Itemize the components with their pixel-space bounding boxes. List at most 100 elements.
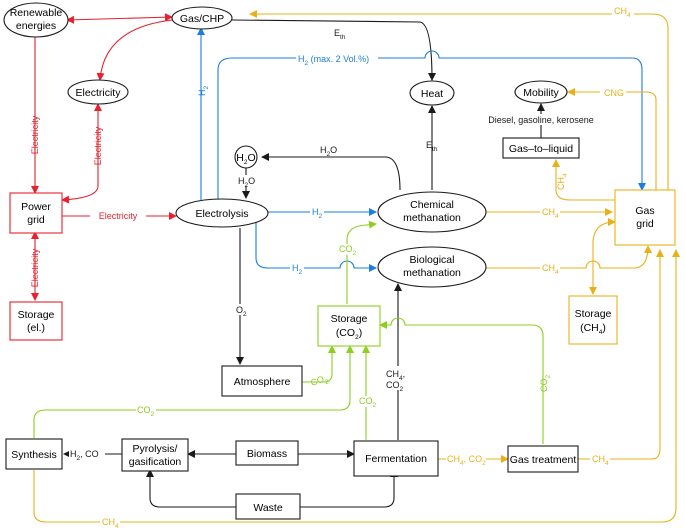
edge-electrolysis-to-bio	[255, 222, 377, 272]
label-co2-ferm: CO2	[359, 396, 377, 409]
label-ch4-treat: CH4	[592, 454, 609, 467]
label-ch4-bottom-bg	[100, 517, 120, 528]
label-co2-ferm-bg	[358, 396, 376, 407]
gas-grid-label-2: grid	[636, 218, 654, 230]
label-eth-top: Eth	[334, 28, 346, 41]
power-grid-label-1: Power	[21, 201, 51, 213]
label-electricity-v1: Electricity	[30, 115, 40, 154]
node-power-grid	[9, 192, 63, 234]
edge-synthesis-to-storage-co2	[33, 345, 354, 438]
label-ch4-chem-bg	[540, 207, 560, 218]
chem-meth-label-2: methanation	[403, 212, 461, 224]
label-co2-synth-bg	[136, 405, 156, 416]
pyrolysis-label-1: Pyrolysis/	[133, 443, 178, 455]
edge-atmosphere-to-storage-co2	[302, 345, 336, 383]
label-ch4-bottom: CH4	[102, 517, 119, 530]
label-electricity-v3: Electricity	[30, 248, 40, 287]
label-h2-mix: H2 (max. 2 Vol.%)	[298, 54, 369, 67]
mobility-label: Mobility	[523, 87, 559, 99]
label-ch4-bio-bg	[540, 263, 560, 274]
label-diesel-bg	[490, 114, 594, 125]
label-h2o-v-bg	[238, 175, 256, 186]
bio-meth-label-2: methanation	[403, 267, 461, 279]
edge-waste-to-fermentation	[300, 469, 398, 508]
label-h2-chem: H2	[312, 207, 323, 220]
storage-co2-label-1: Storage	[331, 313, 368, 325]
label-h2co: H2, CO	[70, 449, 99, 462]
gas-grid-label-1: Gas	[635, 205, 654, 217]
node-electricity	[67, 79, 129, 105]
node-biological-methanation	[377, 246, 487, 288]
edge-gasgrid-to-mobility	[567, 88, 657, 190]
edge-gasgrid-storage-ch4	[589, 218, 616, 295]
node-biomass	[235, 440, 299, 466]
label-ch4-chem: CH4	[542, 207, 559, 220]
chem-meth-label-1: Chemical	[410, 199, 454, 211]
label-electricity-v2: Electricity	[93, 126, 103, 165]
edge-bio-to-gasgrid	[484, 245, 652, 269]
label-diesel: Diesel, gasoline, kerosene	[488, 115, 594, 125]
label-electricity-h-bg	[90, 211, 146, 222]
h2o-label: H2O	[236, 152, 255, 166]
edge-gasgrid-to-gtl	[552, 159, 615, 201]
label-cng: CNG	[604, 88, 624, 98]
node-gas-chp	[171, 6, 233, 30]
label-electricity-h: Electricity	[99, 211, 138, 221]
label-ch4co2-h: CH4, CO2	[447, 454, 486, 467]
bio-meth-label-1: Biological	[410, 254, 455, 266]
edge-gaschp-to-electricity	[96, 19, 173, 81]
label-ch4-top: CH4	[614, 6, 631, 19]
node-pyrolysis	[121, 438, 189, 472]
edge-waste-to-pyrolysis	[146, 469, 236, 508]
storage-co2-label-2: (CO2)	[336, 327, 362, 341]
label-h2o-v: H2O	[238, 176, 255, 189]
edge-gasgrid-to-gaschp	[249, 10, 669, 190]
node-fermentation	[353, 440, 439, 477]
storage-el-label-1: Storage	[18, 309, 55, 321]
label-cng-bg	[600, 87, 626, 98]
node-storage-ch4	[568, 295, 618, 345]
node-mobility	[514, 80, 568, 104]
label-h2-chem-bg	[310, 207, 324, 218]
atmosphere-label: Atmosphere	[234, 376, 291, 388]
label-ch4co2-h-bg	[446, 454, 486, 465]
node-gas-grid	[614, 189, 676, 246]
gaschp-label: Gas/CHP	[180, 13, 224, 25]
gtl-label: Gas–to–liquid	[509, 143, 573, 155]
synthesis-label: Synthesis	[11, 449, 57, 461]
fermentation-label: Fermentation	[365, 453, 427, 465]
edge-treatment-to-gasgrid	[578, 249, 664, 460]
label-co2-chem-bg	[338, 244, 358, 255]
node-waste	[235, 493, 301, 520]
biomass-label: Biomass	[247, 448, 287, 460]
node-electrolysis	[175, 198, 269, 228]
edge-electricity-power-grid	[61, 103, 102, 204]
label-co2-chem: CO2	[339, 244, 357, 257]
label-ch4co2-v-bg	[384, 366, 410, 390]
edge-electrolysis-to-gasgrid	[217, 50, 646, 200]
label-ch4-bio: CH4	[542, 263, 559, 276]
renewable-label-1: Renewable	[10, 7, 63, 19]
node-atmosphere	[221, 365, 303, 397]
node-heat	[409, 80, 455, 106]
label-ch4-top-bg	[612, 6, 634, 17]
node-storage-co2	[317, 305, 381, 347]
storage-ch4-label-2: (CH4)	[580, 322, 606, 336]
renewable-label-2: energies	[16, 20, 56, 32]
label-eth-heat: Eth	[426, 140, 438, 153]
node-storage-el	[9, 301, 63, 341]
gas-treatment-label: Gas treatment	[510, 454, 577, 466]
label-h2-bio: H2	[292, 263, 303, 276]
label-h2o-arrow: H2O	[320, 145, 337, 158]
label-ch4-treat-bg	[590, 454, 610, 465]
storage-ch4-label-1: Storage	[575, 308, 612, 320]
edge-chem-to-h2o	[261, 153, 401, 191]
label-co2-synth: CO2	[137, 405, 155, 418]
node-gtl	[502, 137, 580, 159]
label-ch4-gtl: CH4	[556, 173, 569, 190]
label-h2-v: H2	[197, 86, 210, 97]
label-o2: O2	[236, 305, 247, 318]
node-h2o	[234, 145, 258, 169]
edge-gaschp-to-heat	[231, 19, 436, 81]
